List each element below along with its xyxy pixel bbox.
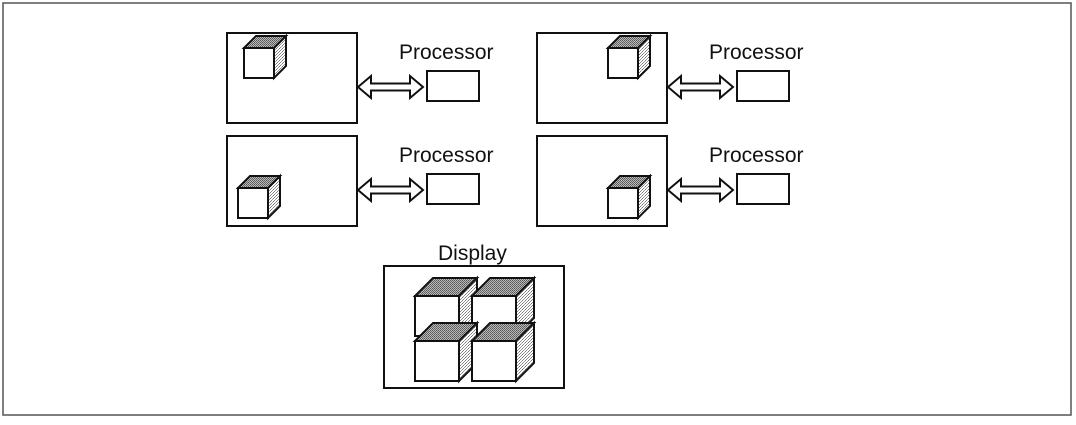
display-cube-3 [412,320,480,384]
tile-cube [605,173,653,221]
bidirectional-arrow [666,73,735,101]
processor-box [736,173,790,205]
cube-front-face [607,47,639,79]
processor-label: Processor [399,41,494,64]
processor-node-top-right: Processor [536,32,804,124]
processor-box [426,70,480,102]
display-cube-4 [469,320,537,384]
processor-node-bottom-left: Processor [226,135,494,227]
display-node: Display [383,242,565,389]
cube-front-face [607,187,639,219]
display-label: Display [438,242,507,265]
processor-node-bottom-right: Processor [536,135,804,227]
tile-cube [605,33,653,81]
cube-front-face [471,340,517,382]
processor-box [426,173,480,205]
processor-label: Processor [399,144,494,167]
cube-front-face [414,340,460,382]
display-cube-grid [412,275,537,384]
bidirectional-arrow [356,73,425,101]
cube-front-face [237,187,269,219]
tile-cube [241,33,289,81]
processor-label: Processor [709,144,804,167]
cube-front-face [243,47,275,79]
processor-node-top-left: Processor [226,32,494,124]
tile-box [536,32,668,124]
processor-label: Processor [709,41,804,64]
bidirectional-arrow [666,176,735,204]
bidirectional-arrow [356,176,425,204]
processor-box [736,70,790,102]
tile-cube [235,173,283,221]
